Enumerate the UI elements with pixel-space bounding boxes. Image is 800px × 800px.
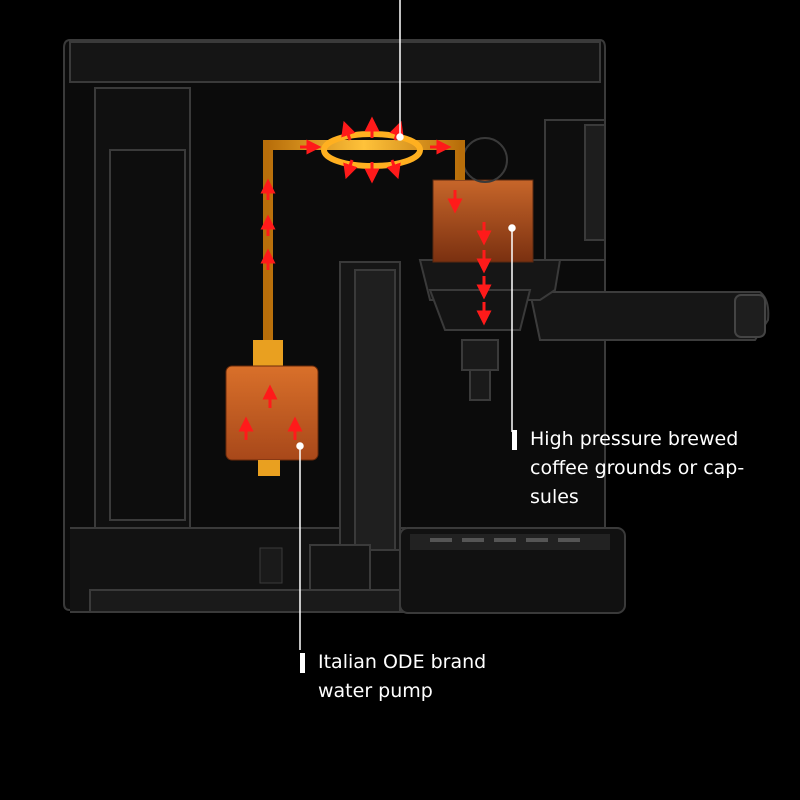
callout-brew-group: High pressure brewed coffee grounds or c… bbox=[512, 425, 782, 512]
callout-leaders bbox=[296, 0, 516, 650]
callout-pump-line2: water pump bbox=[318, 680, 433, 702]
brew-group-head bbox=[418, 137, 562, 401]
callout-marker bbox=[300, 653, 305, 673]
callout-water-pump: Italian ODE brand water pump bbox=[300, 648, 530, 706]
callout-brew-line3: sules bbox=[530, 486, 579, 508]
callout-pump-line1: Italian ODE brand bbox=[318, 651, 487, 673]
drip-tray bbox=[399, 527, 626, 614]
callout-marker bbox=[512, 430, 517, 450]
flow-arrows bbox=[238, 116, 492, 440]
machine-body bbox=[63, 39, 606, 613]
callout-brew-line1: High pressure brewed bbox=[530, 428, 739, 450]
callout-brew-line2: coffee grounds or cap- bbox=[530, 457, 745, 479]
portafilter-handle bbox=[528, 291, 770, 341]
